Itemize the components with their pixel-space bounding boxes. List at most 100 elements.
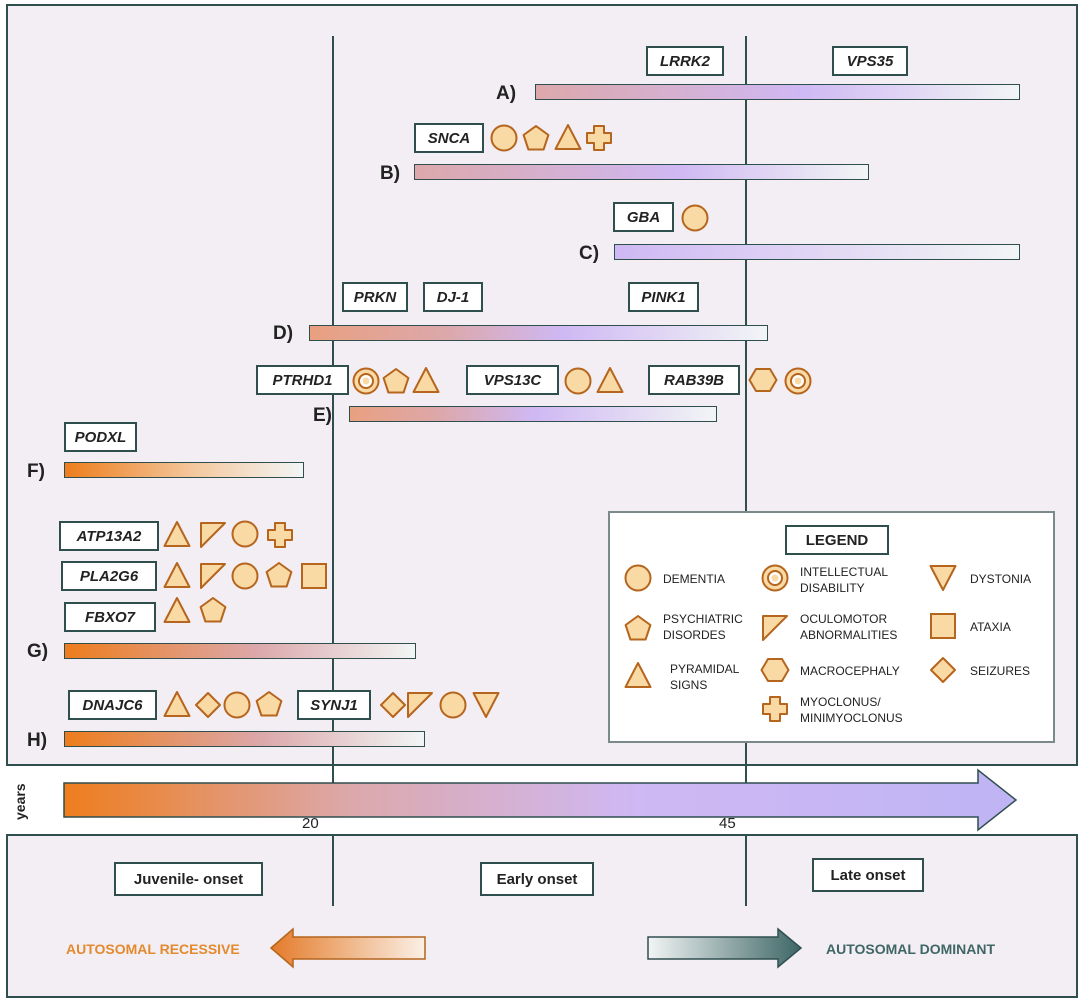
- gene-podxl: PODXL: [64, 422, 137, 452]
- ataxia-square-icon: [299, 561, 329, 591]
- gene-dj1: DJ-1: [423, 282, 483, 312]
- legend-intellectual-icon: [760, 563, 790, 593]
- autosomal-recessive-label: AUTOSOMAL RECESSIVE: [66, 941, 240, 957]
- psychiatric-pentagon-icon: [198, 595, 228, 625]
- dementia-circle-icon: [489, 123, 519, 153]
- psychiatric-pentagon-icon: [264, 560, 294, 590]
- legend-seizures-icon: [928, 655, 958, 685]
- dystonia-inverted-triangle-icon: [471, 690, 501, 720]
- legend-seizures-label: SEIZURES: [970, 664, 1031, 678]
- recessive-arrow: [269, 927, 426, 969]
- bar-f: [64, 462, 304, 478]
- oculomotor-icon: [405, 690, 435, 720]
- gene-rab39b: RAB39B: [648, 365, 740, 395]
- age-20-line-lower: [332, 834, 334, 906]
- row-label-b: B): [380, 163, 401, 184]
- legend-oculomotor-icon: [760, 613, 790, 643]
- gene-pla2g6: PLA2G6: [61, 561, 157, 591]
- myoclonus-cross-icon: [584, 123, 614, 153]
- legend-psychiatric-icon: [623, 613, 653, 643]
- gene-prkn: PRKN: [342, 282, 408, 312]
- gene-atp13a2: ATP13A2: [59, 521, 159, 551]
- years-axis-label: years: [12, 783, 28, 820]
- row-label-e: E): [313, 405, 332, 426]
- legend-dystonia-label: DYSTONIA: [970, 572, 1032, 586]
- intellectual-disability-icon: [783, 366, 813, 396]
- gene-vps13c: VPS13C: [466, 365, 559, 395]
- gene-gba: GBA: [613, 202, 674, 232]
- legend-myoclonus-label: MYOCLONUS/MINIMYOCLONUS: [800, 695, 903, 725]
- psychiatric-pentagon-icon: [254, 689, 284, 719]
- early-onset-box: Early onset: [480, 862, 594, 896]
- oculomotor-icon: [198, 520, 228, 550]
- legend-ataxia-icon: [928, 611, 958, 641]
- dominant-arrow: [647, 927, 803, 969]
- bar-h: [64, 731, 425, 747]
- autosomal-dominant-label: AUTOSOMAL DOMINANT: [826, 941, 996, 957]
- pyramidal-triangle-icon: [595, 365, 625, 395]
- years-arrow: [63, 768, 1018, 832]
- legend-dementia-label: DEMENTIA: [663, 572, 726, 586]
- bar-b: [414, 164, 869, 180]
- dementia-circle-icon: [230, 519, 260, 549]
- row-label-h: H): [27, 730, 48, 751]
- row-label-g: G): [27, 641, 49, 662]
- bar-c: [614, 244, 1020, 260]
- legend-dementia-icon: [623, 563, 653, 593]
- legend-dystonia-icon: [928, 563, 958, 593]
- row-label-a: A): [496, 83, 517, 104]
- intellectual-disability-icon: [351, 366, 381, 396]
- seizures-diamond-icon: [193, 690, 223, 720]
- legend-macrocephaly-icon: [759, 655, 791, 685]
- gene-synj1: SYNJ1: [297, 690, 371, 720]
- dementia-circle-icon: [680, 203, 710, 233]
- tick-45: 45: [719, 815, 736, 832]
- legend-myoclonus-icon: [760, 694, 790, 724]
- age-45-line: [745, 36, 747, 783]
- oculomotor-icon: [198, 561, 228, 591]
- row-label-f: F): [27, 461, 45, 482]
- gene-dnajc6: DNAJC6: [68, 690, 157, 720]
- bar-a: [535, 84, 1020, 100]
- gene-vps35: VPS35: [832, 46, 908, 76]
- bar-e: [349, 406, 717, 422]
- dementia-circle-icon: [230, 561, 260, 591]
- gene-lrrk2: LRRK2: [646, 46, 724, 76]
- tick-20: 20: [302, 815, 319, 832]
- legend-macrocephaly-label: MACROCEPHALY: [800, 664, 900, 678]
- pyramidal-triangle-icon: [162, 689, 192, 719]
- gene-ptrhd1: PTRHD1: [256, 365, 349, 395]
- pyramidal-triangle-icon: [162, 595, 192, 625]
- late-onset-box: Late onset: [812, 858, 924, 892]
- pyramidal-triangle-icon: [162, 519, 192, 549]
- dementia-circle-icon: [222, 690, 252, 720]
- gene-snca: SNCA: [414, 123, 484, 153]
- pyramidal-triangle-icon: [162, 560, 192, 590]
- bar-d: [309, 325, 768, 341]
- age-45-line-lower: [745, 834, 747, 906]
- myoclonus-cross-icon: [265, 520, 295, 550]
- juvenile-onset-box: Juvenile- onset: [114, 862, 263, 896]
- legend-pyramidal-icon: [623, 660, 653, 690]
- row-label-c: C): [579, 243, 600, 264]
- psychiatric-pentagon-icon: [521, 123, 551, 153]
- gene-fbxo7: FBXO7: [64, 602, 156, 632]
- macrocephaly-hexagon-icon: [747, 365, 779, 395]
- legend-ataxia-label: ATAXIA: [970, 620, 1011, 634]
- dementia-circle-icon: [563, 366, 593, 396]
- legend-title: LEGEND: [785, 525, 889, 555]
- dementia-circle-icon: [438, 690, 468, 720]
- bar-g: [64, 643, 416, 659]
- gene-pink1: PINK1: [628, 282, 699, 312]
- row-label-d: D): [273, 323, 294, 344]
- pyramidal-triangle-icon: [553, 122, 583, 152]
- psychiatric-pentagon-icon: [381, 366, 411, 396]
- pyramidal-triangle-icon: [411, 365, 441, 395]
- seizures-diamond-icon: [378, 690, 408, 720]
- age-20-line: [332, 36, 334, 783]
